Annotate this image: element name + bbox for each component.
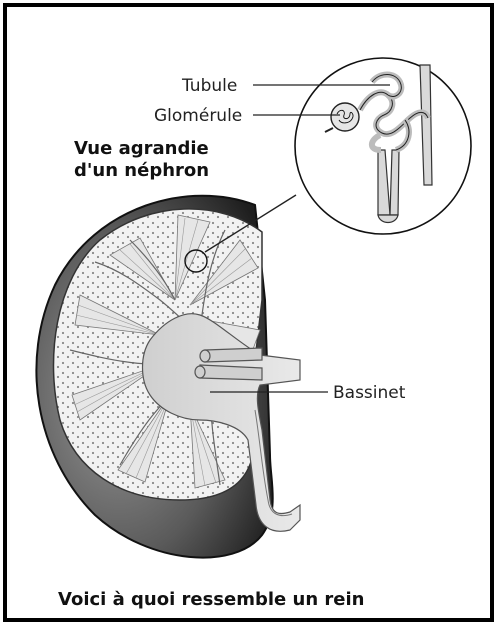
bassinet-label: Bassinet xyxy=(333,383,406,403)
tubule-label: Tubule xyxy=(181,76,237,96)
inset-title-line2: d'un néphron xyxy=(74,160,209,181)
caption: Voici à quoi ressemble un rein xyxy=(58,589,364,610)
glomerule-label: Glomérule xyxy=(154,106,242,126)
inset-title-line1: Vue agrandie xyxy=(74,138,209,159)
